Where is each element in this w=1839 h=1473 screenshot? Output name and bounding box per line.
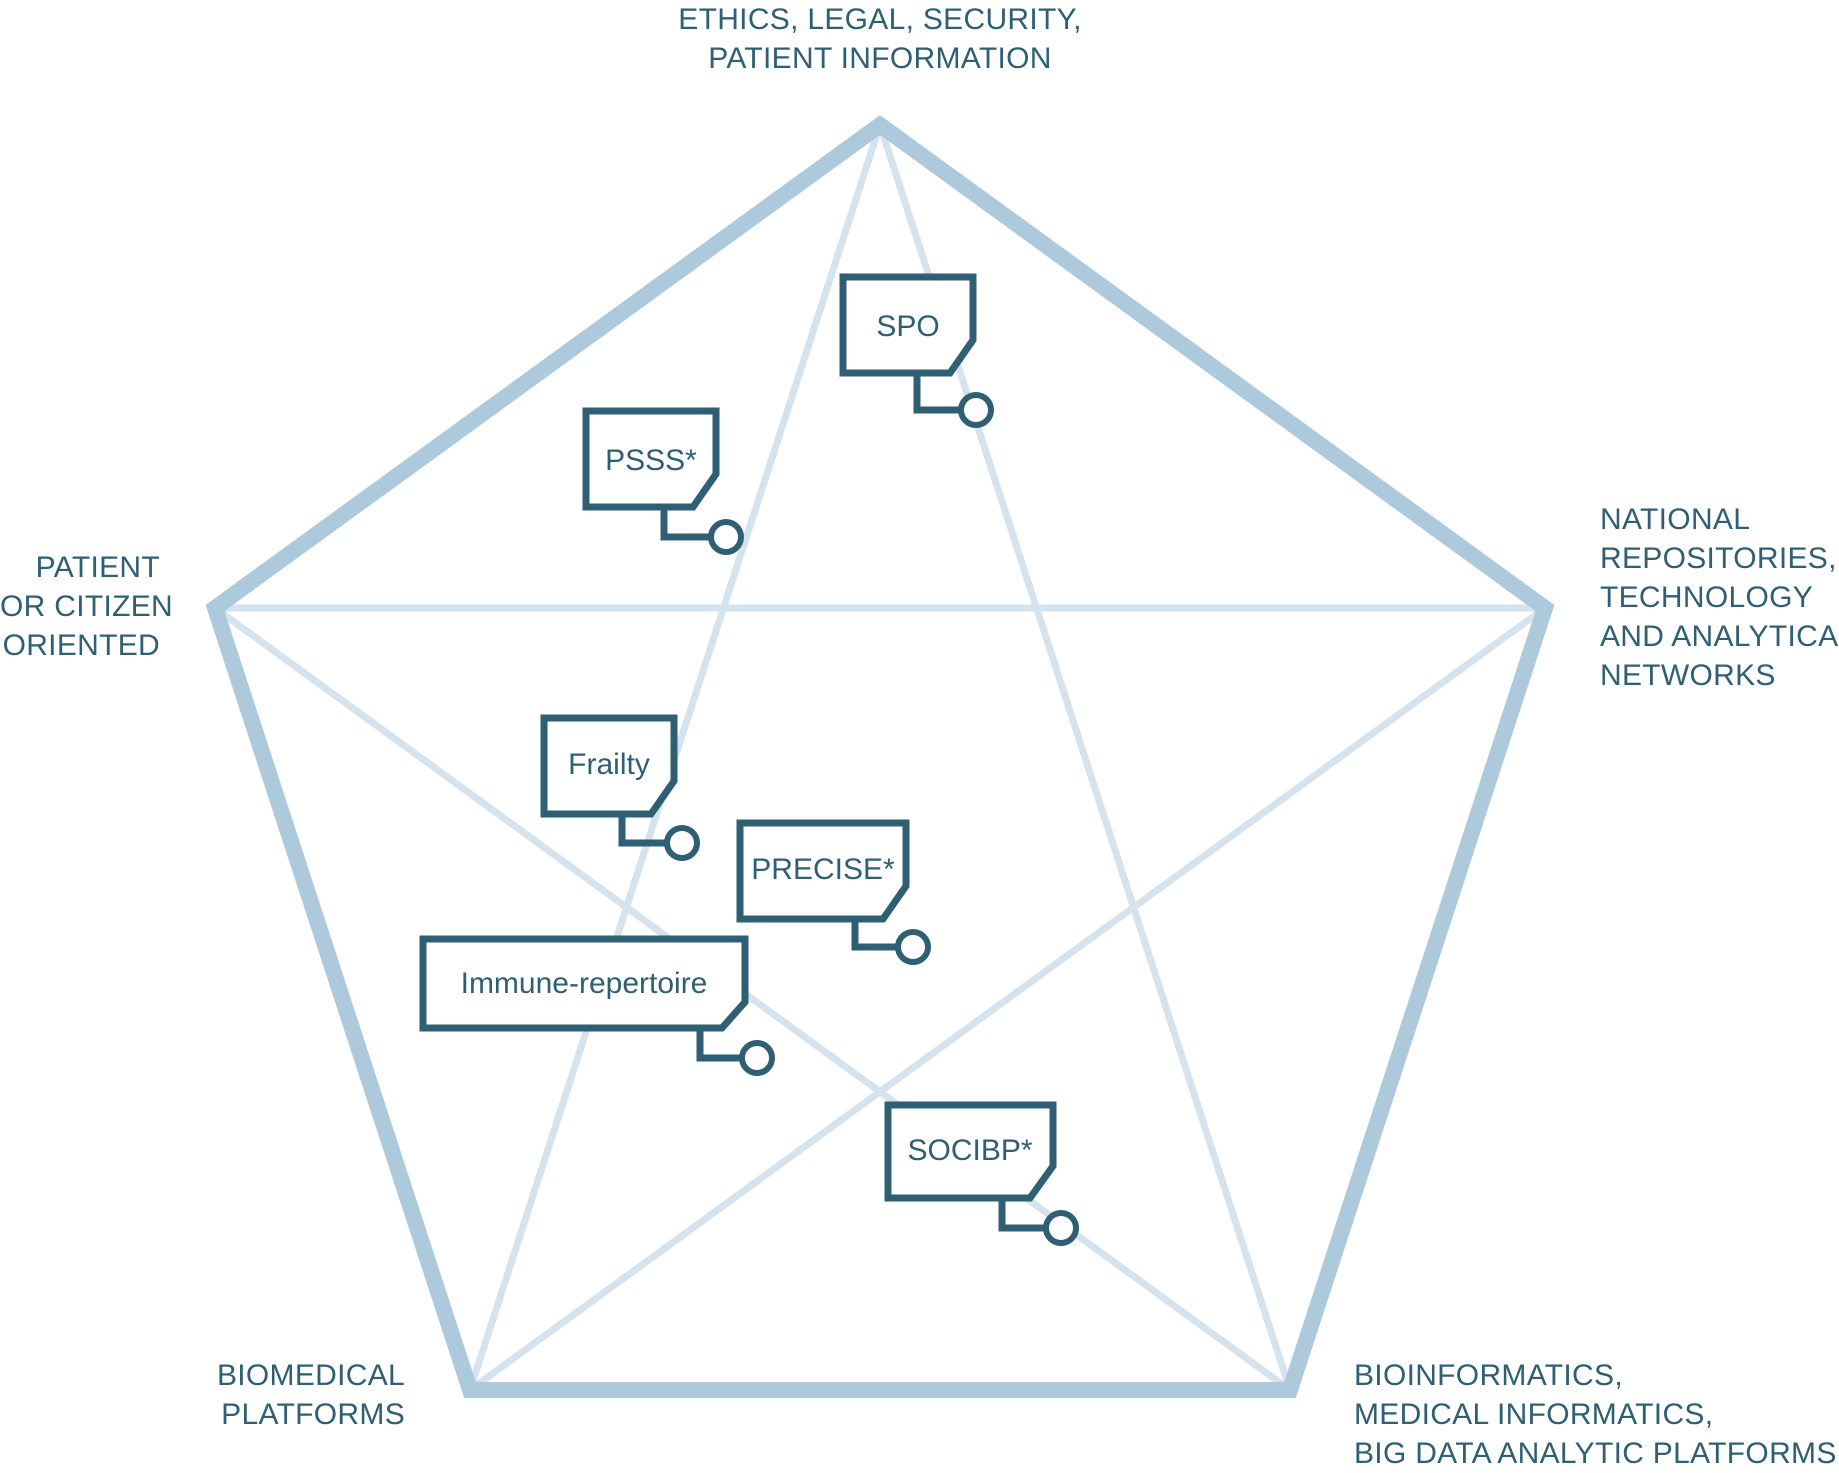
box-outline (736, 819, 910, 923)
label-line: REPOSITORIES, (1600, 542, 1837, 575)
star-line (211, 604, 1294, 1394)
project-label: PSSS* (605, 444, 697, 477)
box-connector (696, 1028, 741, 1062)
label-line: ETHICS, LEGAL, SECURITY, (678, 3, 1082, 36)
project-box-socibp: SOCIBP* (884, 1101, 1079, 1246)
box-outline (419, 935, 749, 1032)
label-line: NETWORKS (1600, 659, 1776, 692)
label-line: OR CITIZEN (0, 590, 173, 623)
connector-node (895, 929, 931, 965)
label-line: PATIENT INFORMATION (708, 42, 1052, 75)
box-outline (582, 407, 720, 511)
box-outline (839, 273, 977, 377)
connector-node (1043, 1210, 1079, 1246)
label-line: PATIENT (35, 551, 160, 584)
label-bioinformatics: BIOINFORMATICS, MEDICAL INFORMATICS, BIG… (1354, 1356, 1837, 1473)
project-box-immune-repertoire: Immune-repertoire (419, 935, 775, 1076)
box-connector (660, 507, 710, 541)
label-line: NATIONAL (1600, 503, 1751, 536)
project-label: Immune-repertoire (461, 967, 708, 1000)
label-line: ORIENTED (2, 629, 160, 662)
label-biomedical-platforms: BIOMEDICAL PLATFORMS (200, 1356, 405, 1434)
label-line: BIOINFORMATICS, (1354, 1359, 1623, 1392)
box-connector (618, 814, 666, 847)
label-ethics-legal-security: ETHICS, LEGAL, SECURITY, PATIENT INFORMA… (580, 0, 1180, 78)
connector-node (739, 1040, 775, 1076)
project-box-frailty: Frailty (540, 714, 700, 861)
label-line: TECHNOLOGY (1600, 581, 1814, 614)
box-connector (851, 919, 897, 951)
project-label: PRECISE* (751, 853, 895, 886)
project-box-spo: SPO (839, 273, 994, 428)
box-connector (913, 373, 960, 414)
label-line: PLATFORMS (221, 1398, 405, 1431)
star-line (466, 604, 1549, 1394)
connector-node (958, 392, 994, 428)
label-line: AND ANALYTICAL (1600, 620, 1839, 653)
label-line: BIG DATA ANALYTIC PLATFORMS (1354, 1437, 1837, 1470)
project-label: SPO (876, 310, 939, 343)
outer-pentagon (205, 115, 1555, 1398)
box-outline (884, 1101, 1057, 1202)
label-patient-citizen-oriented: PATIENT OR CITIZEN ORIENTED (0, 548, 173, 665)
connector-node (708, 519, 744, 555)
project-label: SOCIBP* (907, 1134, 1032, 1167)
connector-node (664, 825, 700, 861)
label-line: MEDICAL INFORMATICS, (1354, 1398, 1714, 1431)
project-box-psss: PSSS* (582, 407, 744, 555)
label-line: BIOMEDICAL (216, 1359, 405, 1392)
box-connector (998, 1198, 1045, 1232)
project-box-precise: PRECISE* (736, 819, 931, 965)
label-national-repositories: NATIONAL REPOSITORIES, TECHNOLOGY AND AN… (1600, 500, 1839, 695)
box-outline (540, 714, 678, 818)
project-label: Frailty (568, 748, 650, 781)
